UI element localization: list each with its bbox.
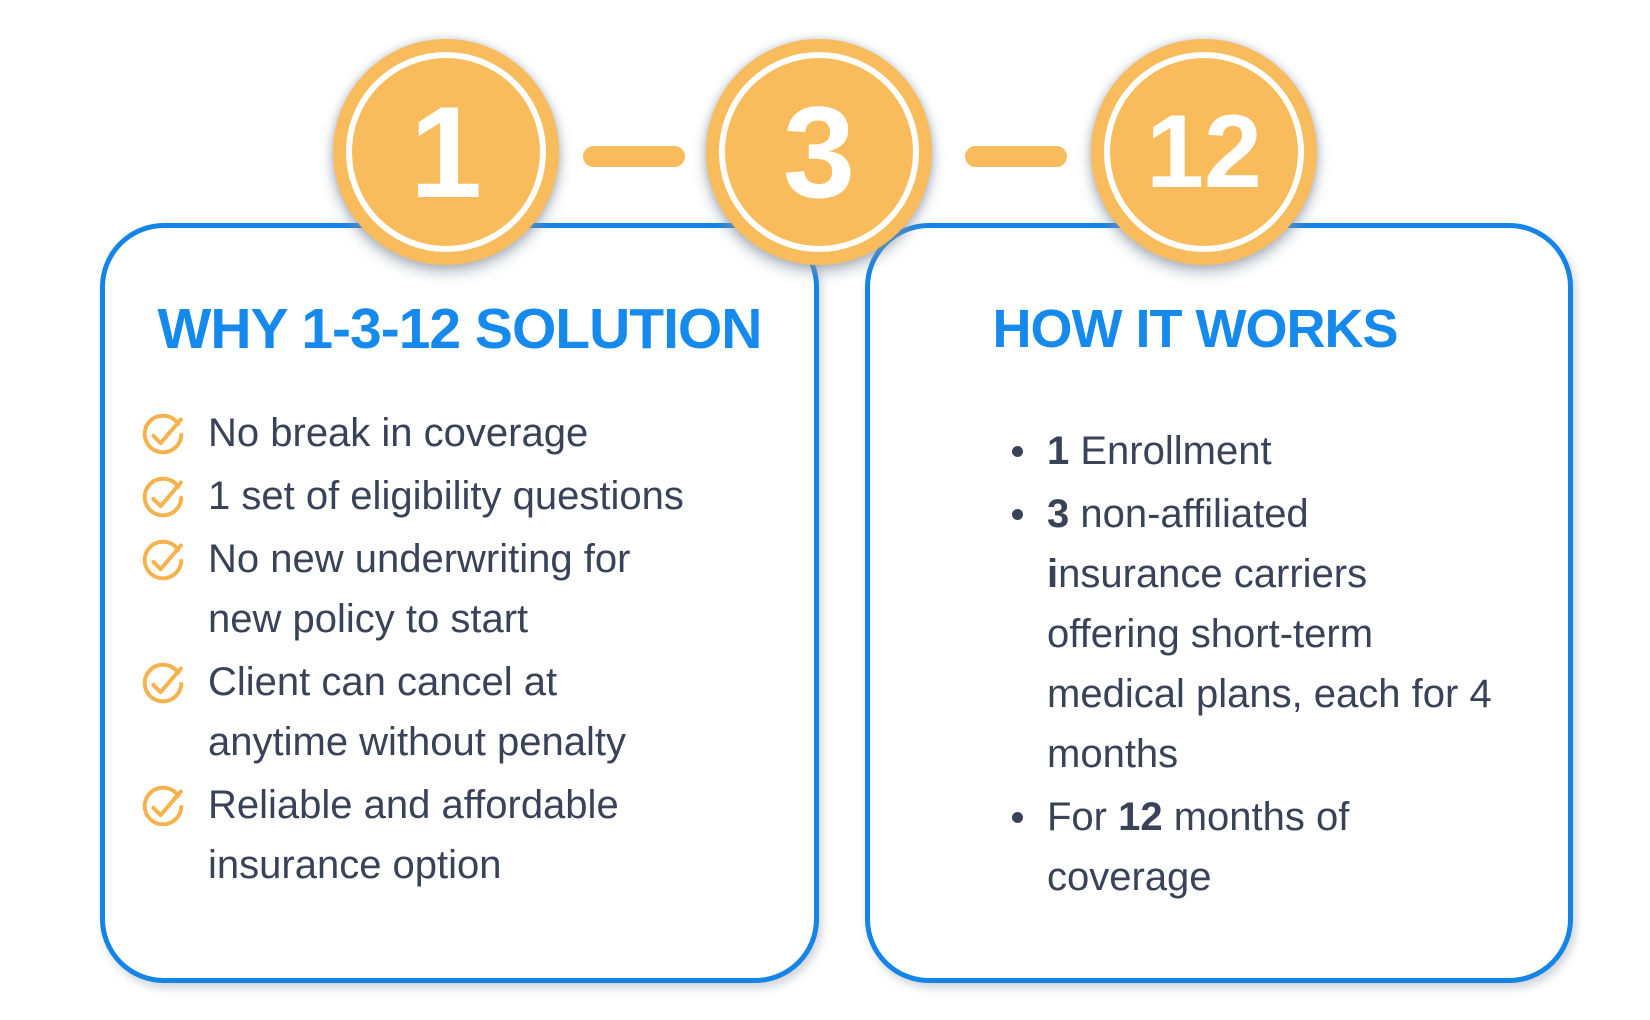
why-solution-list: No break in coverage 1 set of eligibility…	[105, 403, 814, 895]
checklist-item: No break in coverage	[138, 403, 814, 463]
check-circle-icon	[142, 539, 184, 581]
checklist-item: 1 set of eligibility questions	[138, 466, 814, 526]
connector-dash-icon	[965, 146, 1067, 167]
check-circle-icon	[142, 476, 184, 518]
check-circle-icon	[142, 662, 184, 704]
connector-dash-icon	[583, 146, 685, 167]
bullet-dot-icon	[1012, 446, 1023, 457]
item-text: 1 Enrollment	[1047, 429, 1272, 473]
step-badge-12-number: 12	[1146, 94, 1262, 210]
bullet-dot-icon	[1012, 812, 1023, 823]
check-circle-icon	[142, 413, 184, 455]
how-it-works-content: HOW IT WORKS 1 Enrollment 3 non-affiliate…	[955, 298, 1492, 907]
check-circle-icon	[142, 785, 184, 827]
bullet-dot-icon	[1012, 509, 1023, 520]
step-badge-1-number: 1	[409, 79, 483, 225]
how-it-works-title: HOW IT WORKS	[992, 299, 1399, 359]
how-it-works-card: HOW IT WORKS 1 Enrollment 3 non-affiliate…	[865, 223, 1573, 983]
item-text: No break in coverage	[208, 411, 589, 455]
bullet-item: 1 Enrollment	[955, 421, 1435, 481]
step-badge-3-number: 3	[782, 79, 856, 225]
item-text: 1 set of eligibility questions	[208, 474, 684, 518]
why-solution-title: WHY 1-3-12 SOLUTION	[157, 297, 763, 361]
step-badge-3: 3	[706, 39, 932, 265]
step-badge-12: 12	[1091, 39, 1317, 265]
step-badge-1: 1	[333, 39, 559, 265]
why-solution-card: WHY 1-3-12 SOLUTION No break in coverage…	[100, 223, 819, 983]
